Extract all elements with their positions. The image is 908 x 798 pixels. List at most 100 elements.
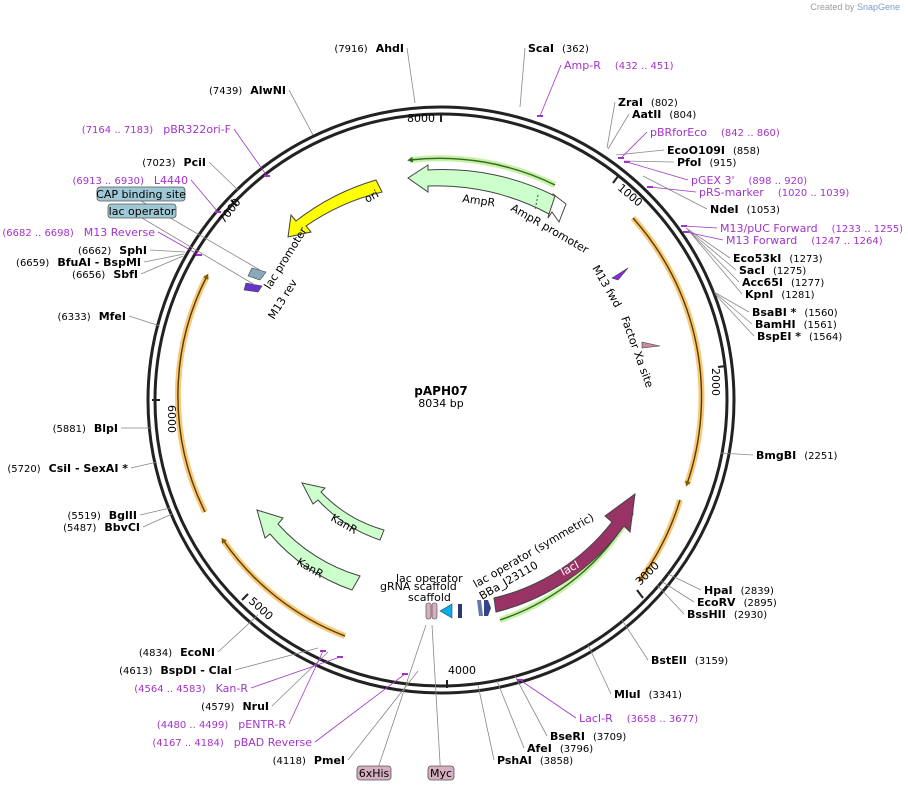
site-pos-13: (4579) [201,702,234,713]
site-pos-22: (1275) [773,266,806,277]
site-leader-36 [477,684,495,761]
tick-label-7000: 7000 [216,196,243,226]
primer-pos-1: (842 .. 860) [721,128,780,139]
backbone-outer [146,105,736,695]
site-pos-23: (1277) [791,278,824,289]
feature-label-scaffold: scaffold [408,591,451,604]
primer-pos-10: (4564 .. 4583) [134,684,206,695]
tick-label-8000: 8000 [407,112,435,125]
site-label-4: (6659)BfuAI - BspMI [16,256,141,269]
primer-leader-7 [233,128,268,177]
site-pos-29: (2839) [741,586,774,597]
ampr-arrow [407,164,556,215]
site-pos-21: (1273) [789,254,822,265]
site-leader-15 [519,47,526,108]
site-label-15: ScaI(362) [528,42,589,55]
primer-name-1: pBRforEco [650,126,707,139]
site-pos-26: (1561) [804,320,837,331]
primer-name-7: pBR322ori-F [163,123,231,136]
primer-leader-9 [157,231,200,256]
site-label-22: SacI (1275) [739,264,806,277]
site-name-7: BlpI [94,422,118,435]
site-name-36: PshAI [497,754,532,767]
site-leader-21 [685,227,731,259]
kanr-arrow-2 [256,509,361,591]
site-leader-14 [347,670,419,761]
primer-label-1: pBRforEco (842 .. 860) [650,126,780,139]
site-leader-29 [667,573,702,591]
feature-box-label-0: CAP binding site [96,188,186,201]
tick-label-3000: 3000 [633,559,662,588]
site-pos-25: (1560) [804,308,837,319]
site-name-17: AatII [632,108,661,121]
primer-pos-3: (1020 .. 1039) [778,188,850,199]
site-name-1: AlwNI [250,84,286,97]
site-pos-14: (4118) [273,756,306,767]
site-label-21: Eco53kI(1273) [733,252,823,265]
tick-label-4000: 4000 [448,664,476,677]
site-pos-7: (5881) [53,424,86,435]
primer-name-9: M13 Reverse [84,226,155,239]
site-name-26: BamHI [755,318,796,331]
site-name-16: ZraI [618,96,643,109]
site-label-14: (4118)PmeI [273,754,345,767]
tick-3000 [636,589,644,599]
site-name-2: PciI [184,156,206,169]
primer-mark-6 [517,679,523,681]
primer-label-5: M13 Forward(1247 .. 1264) [726,234,883,247]
lac-operator-box [458,604,462,618]
site-pos-12: (4613) [119,666,152,677]
site-leader-3 [149,249,186,253]
site-pos-20: (1053) [747,205,780,216]
snapgene-logo: SnapGene [856,2,900,12]
site-name-11: EcoNI [180,646,215,659]
orf-arc-3 [220,538,347,639]
site-leader-4 [143,253,185,263]
primer-label-9: (6682 .. 6698)M13 Reverse [2,226,155,239]
site-name-9: BglII [109,509,137,522]
primer-pos-4: (1233 .. 1255) [832,224,904,235]
feature-label-ampr: AmpR [462,192,497,209]
site-label-3: (6662)SphI [78,244,147,257]
site-leader-25 [713,291,750,313]
site-leader-27 [714,293,755,337]
site-leader-22 [686,228,737,271]
primer-leader-11 [288,650,324,725]
site-name-13: NruI [242,700,269,713]
feature-box-label-1: lac operator [109,205,176,218]
site-label-35: AfeI(3796) [527,742,593,755]
site-name-30: EcoRV [697,596,736,609]
primer-leader-12 [314,673,406,743]
site-leader-35 [496,680,525,749]
primer-mark-10 [337,656,343,658]
primer-name-6: LacI-R [579,712,613,725]
primer-name-12: pBAD Reverse [234,736,312,749]
site-name-23: Acc65I [742,276,783,289]
site-leader-6 [128,315,161,327]
site-name-34: BseRI [550,730,585,743]
plasmid-size: 8034 bp [418,397,463,410]
primer-label-6: LacI-R(3658 .. 3677) [579,712,698,725]
primer-pos-2: (898 .. 920) [749,176,808,187]
site-pos-5: (6656) [72,270,105,281]
orf-arc-1-line [632,217,703,487]
tick-2000 [717,365,727,368]
primer-label-10: (4564 .. 4583)Kan-R [134,682,248,695]
site-pos-1: (7439) [209,86,242,97]
site-name-28: BmgBI [756,449,796,462]
primer-label-2: pGEX 3'(898 .. 920) [691,174,807,187]
factor-xa-site [641,341,661,349]
primer-pos-12: (4167 .. 4184) [152,738,224,749]
site-name-10: BbvCI [104,521,140,534]
site-name-3: SphI [119,244,147,257]
site-label-17: AatII(804) [632,108,696,121]
site-label-1: (7439) AlwNI [209,84,286,97]
plasmid-name: pAPH07 [414,384,467,398]
site-leader-30 [660,580,695,603]
site-name-8: CsiI - SexAI * [49,462,129,475]
myc-tag-feature [431,602,438,620]
feature-label-grna: gRNA scaffold [380,580,457,593]
site-name-22: SacI [739,264,765,277]
site-label-23: Acc65I (1277) [742,276,824,289]
site-leader-18 [615,149,665,156]
